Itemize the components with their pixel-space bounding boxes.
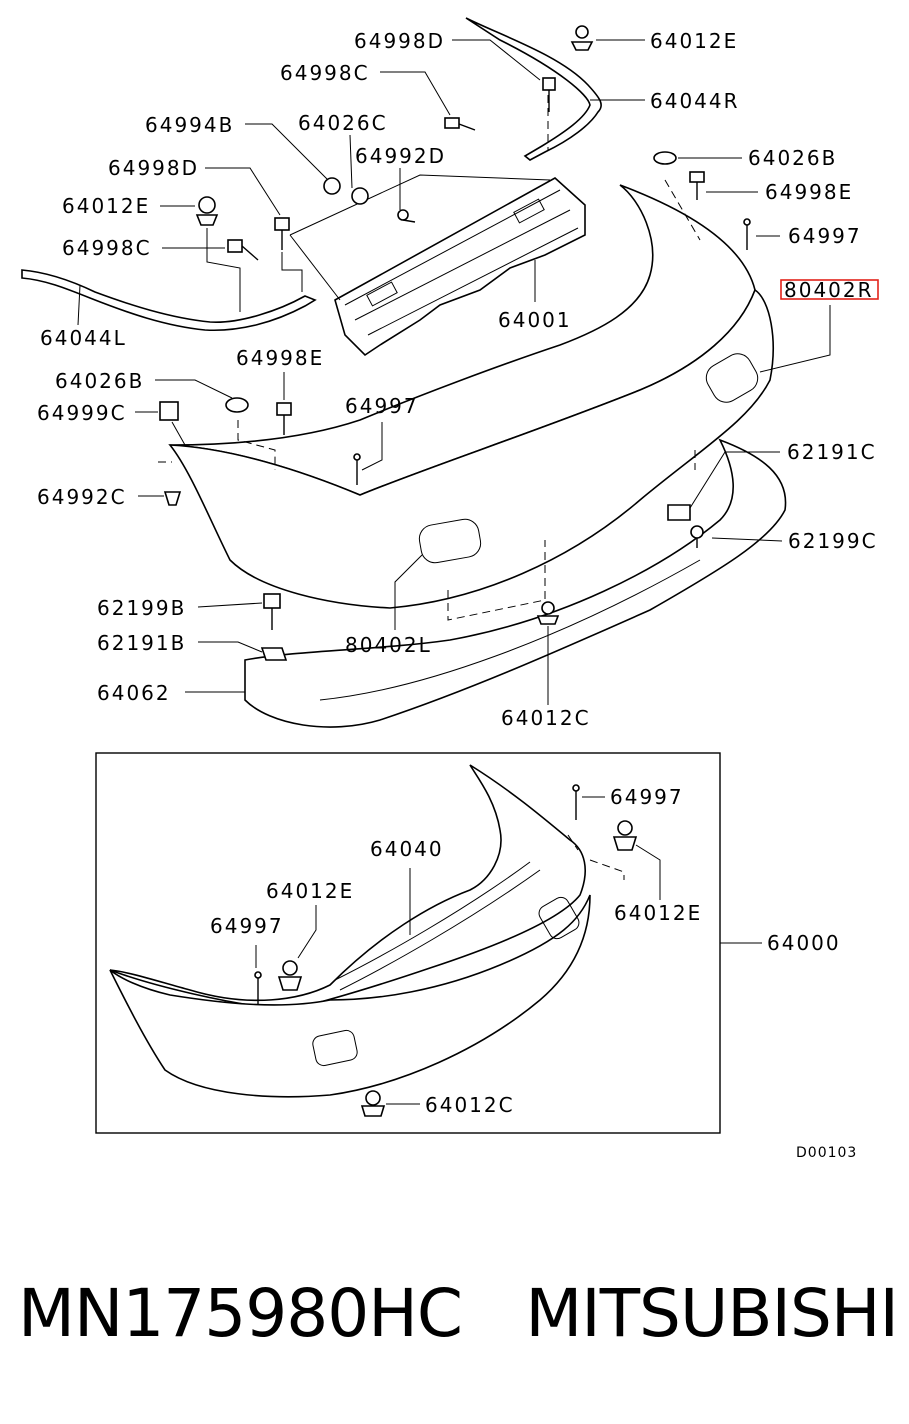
label-64999C: 64999C [37,401,127,425]
label-62199C: 62199C [788,529,878,553]
footer-brand: MITSUBISHI [525,1275,899,1352]
label-64044L: 64044L [40,326,127,350]
bolt-64998D-top [542,77,556,112]
label-64040: 64040 [370,837,444,861]
bolt-62199B [263,593,281,630]
bolt-64998E-l [276,402,292,435]
label-80402L: 80402L [345,633,432,657]
clip-64012E-top [570,25,594,51]
highlight-box-80402R [780,279,879,300]
nut-64994B [323,177,341,195]
bolt-64998D-l [274,217,290,250]
label-64997-box-right: 64997 [610,785,684,809]
label-64012C-box: 64012C [425,1093,515,1117]
label-64992C: 64992C [37,485,127,509]
diagram-code: D00103 [796,1145,857,1161]
clip-64012E-b1 [277,960,303,991]
clip-62191C [667,504,691,521]
label-64012E-box-right: 64012E [614,901,702,925]
label-64001: 64001 [498,308,572,332]
screw-64992D [397,209,416,223]
label-64044R: 64044R [650,89,740,113]
bumper-cover [158,179,774,621]
label-64992D: 64992D [355,144,446,168]
label-80402R: 80402R [784,278,874,302]
rail-64044L [21,269,317,332]
label-64998D-top: 64998D [354,29,445,53]
label-64000: 64000 [767,931,841,955]
bolt-64998C-l [227,239,259,261]
hardware [159,25,751,661]
washer-64026B-r [653,151,677,165]
label-64994B: 64994B [145,113,234,137]
leader-lines [77,39,831,705]
label-62191B: 62191B [97,631,186,655]
label-64026B-left: 64026B [55,369,144,393]
rail-64044R [465,17,602,161]
label-64026C: 64026C [298,111,388,135]
label-64012E-box-left: 64012E [266,879,354,903]
footer-part-number: MN175980HC [18,1275,463,1352]
label-64997-middle: 64997 [345,394,419,418]
clip-64012C-m [536,601,560,625]
label-64998D-left: 64998D [108,156,199,180]
clip-64992C [163,491,182,506]
label-62199B: 62199B [97,596,186,620]
label-64997-right: 64997 [788,224,862,248]
label-64062: 64062 [97,681,171,705]
bolt-64998E-r [689,171,705,200]
label-64012C-middle: 64012C [501,706,591,730]
clip-64012E-b2 [612,820,638,851]
reinforcement-64001 [289,174,586,357]
clip-64999C [159,401,179,421]
assembly-64000 [109,764,638,1117]
footer-caption: MN175980HC MITSUBISHI [18,1275,899,1352]
lower-panel-64062 [244,438,787,728]
label-64012E-left: 64012E [62,194,150,218]
nut-62191B [260,647,288,661]
label-64998C-left: 64998C [62,236,152,260]
label-64998C-top: 64998C [280,61,370,85]
pin-64997-r [743,218,751,250]
label-64997-box-left: 64997 [210,914,284,938]
pin-64997-m [353,453,361,485]
bolt-62199C [690,525,704,548]
nut-64026C [351,187,369,205]
label-64998E-left: 64998E [236,346,324,370]
pin-64997-b2 [254,971,262,1005]
bolt-64998C-top [444,117,476,131]
label-64998E-right: 64998E [765,180,853,204]
label-64026B-right: 64026B [748,146,837,170]
clip-64012E-l [195,196,219,226]
pin-64997-b1 [572,784,580,820]
clip-64012C-b [360,1090,386,1117]
washer-64026B-l [225,397,249,413]
leader-lines-lower [255,796,762,1105]
label-64012E-top: 64012E [650,29,738,53]
label-62191C: 62191C [787,440,877,464]
